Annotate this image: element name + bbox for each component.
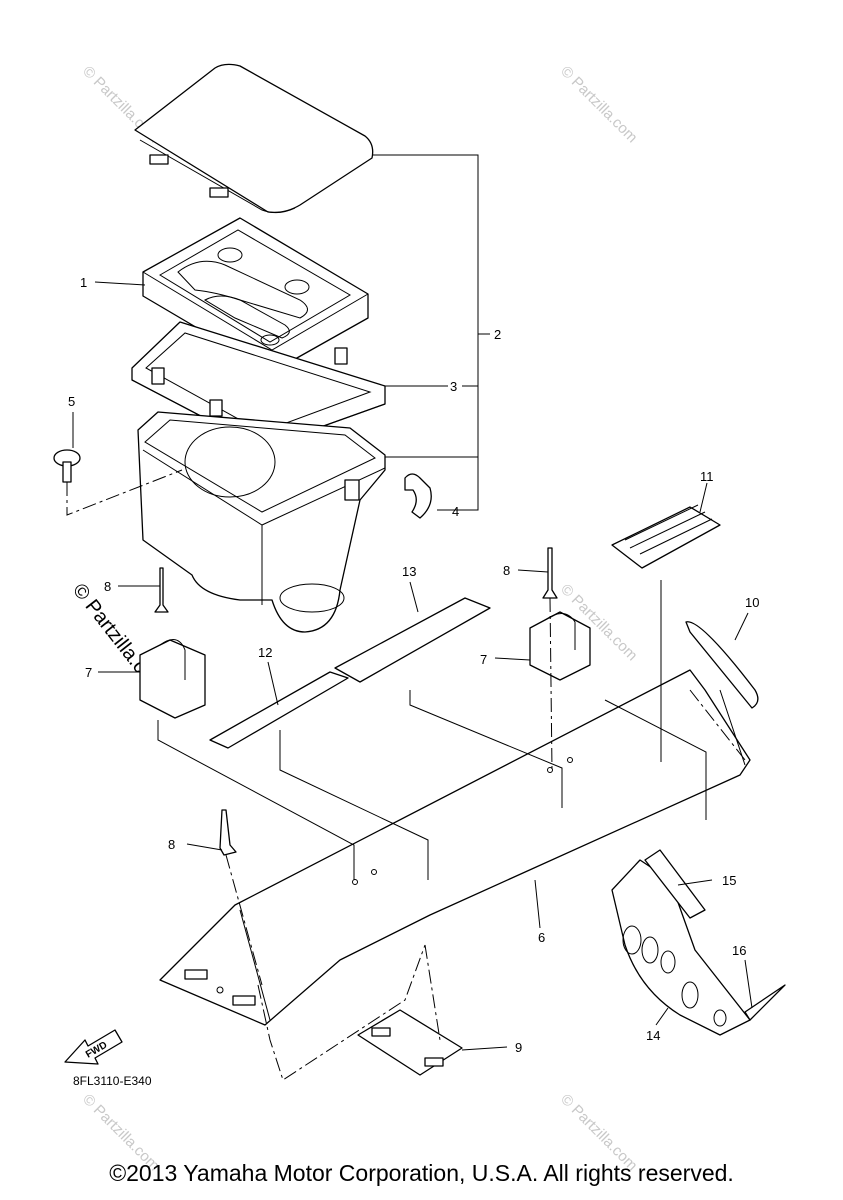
- callout-2: 2: [494, 327, 501, 342]
- callout-7-right: 7: [480, 652, 487, 667]
- callout-14: 14: [646, 1028, 660, 1043]
- clip-part: [404, 473, 432, 519]
- callout-10: 10: [745, 595, 759, 610]
- rivet-right: [542, 547, 558, 599]
- fwd-arrow: FWD: [64, 1029, 123, 1065]
- callout-9: 9: [515, 1040, 522, 1055]
- block-15: [644, 849, 706, 919]
- callout-11: 11: [700, 469, 714, 484]
- callout-1: 1: [80, 275, 87, 290]
- callout-labels: 1 2 3 4 5 6 7 7 8 8 8 9 10 11 12 13 14 1…: [68, 275, 759, 1055]
- leader-lines: [72, 154, 753, 1051]
- heat-shield: [611, 859, 751, 1036]
- hose-10: [685, 621, 759, 709]
- tape-strips: [209, 597, 491, 749]
- watermark-top-right: © Partzilla.com: [557, 63, 640, 146]
- storage-lid: [134, 63, 374, 214]
- callout-3: 3: [450, 379, 457, 394]
- copyright-notice: ©2013 Yamaha Motor Corporation, U.S.A. A…: [109, 1160, 734, 1186]
- screw-part: [53, 449, 81, 483]
- callout-8-right: 8: [503, 563, 510, 578]
- storage-box: [137, 411, 386, 633]
- callout-5: 5: [68, 394, 75, 409]
- screw-16: [744, 984, 786, 1021]
- plate-9: [357, 1009, 463, 1076]
- bracket-left: [139, 639, 206, 719]
- rivet-top-left: [154, 567, 169, 613]
- callout-16: 16: [732, 943, 746, 958]
- callout-13: 13: [402, 564, 416, 579]
- pad-11: [611, 506, 721, 569]
- callout-15: 15: [722, 873, 736, 888]
- callout-8-lower: 8: [168, 837, 175, 852]
- callout-7-left: 7: [85, 665, 92, 680]
- rivet-lower: [219, 809, 237, 856]
- callout-12: 12: [258, 645, 272, 660]
- callout-6: 6: [538, 930, 545, 945]
- main-plate: [159, 669, 751, 1026]
- callout-4: 4: [452, 504, 459, 519]
- bracket-right: [529, 611, 591, 681]
- diagram-code: 8FL3110-E340: [73, 1074, 152, 1088]
- assembly-lines: [66, 469, 746, 1081]
- callout-8-left: 8: [104, 579, 111, 594]
